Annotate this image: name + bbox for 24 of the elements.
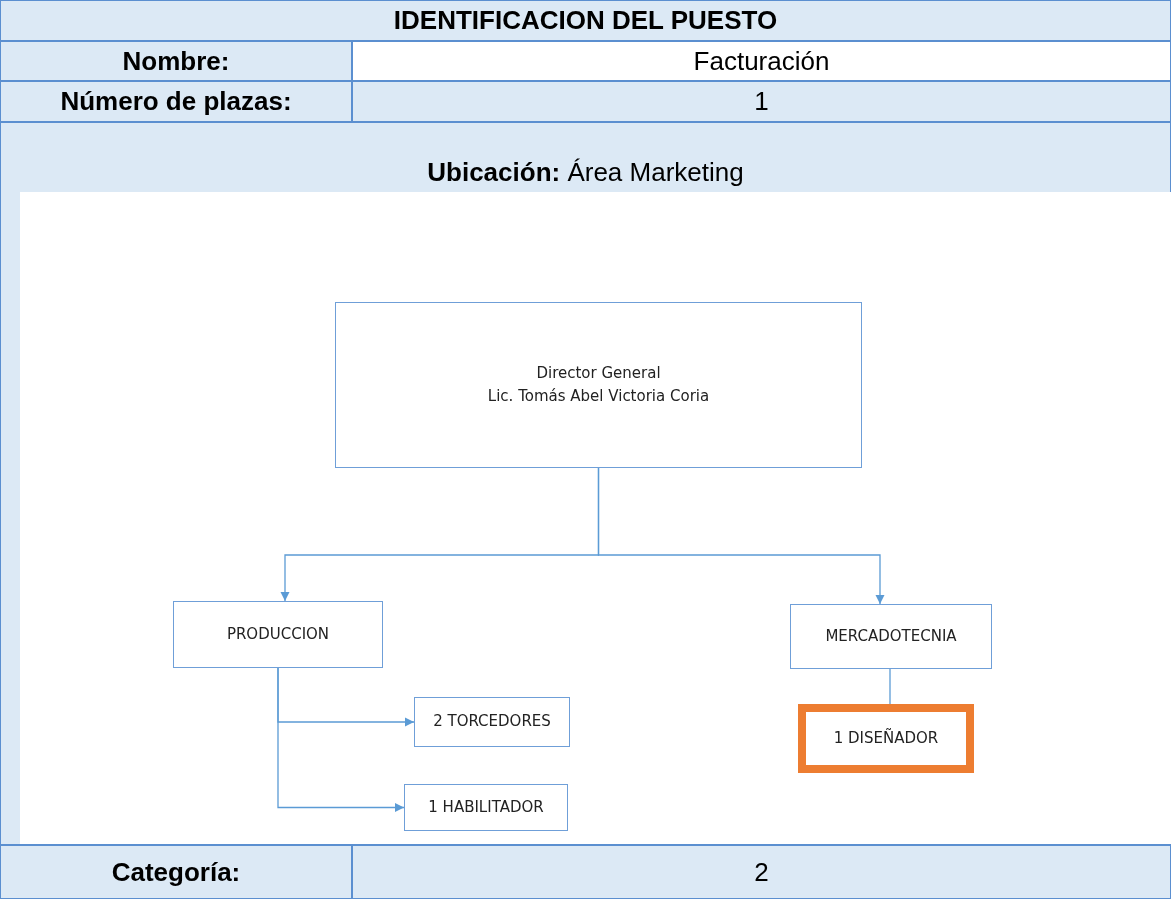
box-text: Lic. Tomás Abel Victoria Coria	[487, 386, 710, 407]
box-text: Director General	[536, 362, 661, 384]
box-text: 1 HABILITADOR	[428, 796, 544, 818]
box-text: 1 DISEÑADOR	[833, 727, 939, 749]
org-box	[335, 302, 862, 468]
box-text: MERCADOTECNIA	[825, 625, 957, 647]
arrow	[597, 467, 885, 605]
org-box	[173, 601, 383, 668]
cell-text: 2	[754, 856, 769, 888]
highlighted-org-box	[798, 704, 974, 773]
cell-text: IDENTIFICACION DEL PUESTO	[393, 5, 778, 36]
box-text: PRODUCCION	[226, 623, 330, 645]
box-text: 2 TORCEDORES	[433, 711, 551, 733]
cell-text: 1	[754, 86, 769, 117]
cell-text: Ubicación: Área Marketing	[427, 157, 744, 188]
org-box	[414, 697, 570, 747]
arrow	[277, 667, 405, 813]
org-box	[790, 604, 992, 669]
cell-text: Categoría:	[111, 856, 241, 888]
cell-text: Número de plazas:	[60, 86, 292, 117]
connector-line	[889, 668, 891, 705]
cell-text: Facturación	[693, 45, 830, 77]
cell-text: Nombre:	[122, 45, 230, 77]
org-box	[404, 784, 568, 831]
